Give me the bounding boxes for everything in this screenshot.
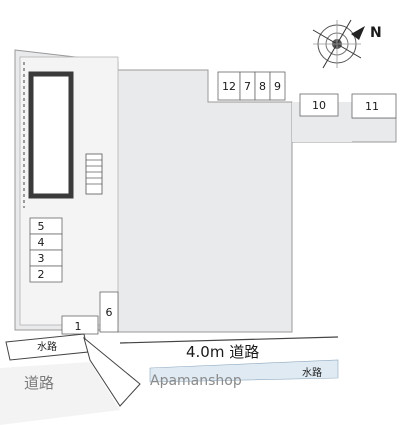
stairs [85,153,103,195]
left-waterway-label: 水路 [37,340,57,353]
parking-space-3: 3 [38,252,45,265]
parking-space-10: 10 [312,99,326,112]
parking-space-6: 6 [106,306,113,319]
parking-space-11: 11 [365,100,379,113]
parking-space-5: 5 [38,220,45,233]
watermark-text: Apamanshop [150,373,242,389]
north-label: N [370,25,382,41]
parking-space-1: 1 [75,320,82,333]
parking-space-8: 8 [259,80,266,93]
building [28,71,74,199]
parking-left-column: 5 4 3 2 [29,217,63,283]
main-road-label: 4.0m 道路 [186,343,259,361]
parking-space-4: 4 [38,236,45,249]
lower-road-area [0,362,120,425]
water-channel [149,359,339,383]
diagonal-road [83,336,141,407]
right-waterway-label: 水路 [302,366,322,379]
parking-space-7: 7 [244,80,251,93]
parking-space-9: 9 [274,80,281,93]
parking-space-12: 12 [222,80,236,93]
main-road [120,337,338,362]
parking-space-2: 2 [38,268,45,281]
compass-rose: N [312,19,382,69]
lower-road-label: 道路 [24,374,54,392]
parking-top-row: 12 7 8 9 [217,71,286,101]
